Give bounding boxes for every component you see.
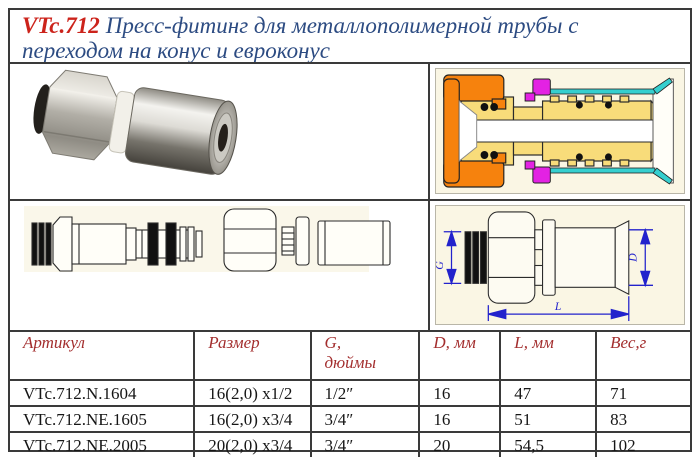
cross-section-panel	[435, 68, 685, 194]
dimension-drawing: G D	[436, 211, 653, 322]
cell-size: 20(2,0) x3/4	[193, 431, 312, 457]
dim-drawing-hex-nut	[487, 211, 536, 304]
cell-d: 16	[418, 405, 502, 433]
svg-text:L: L	[554, 300, 561, 313]
cell-weight: 71	[595, 379, 690, 407]
diagram-cone-seat	[458, 99, 478, 163]
cell-article: VTc.712.NE.1605	[10, 405, 196, 433]
drawing-euroconus	[31, 216, 203, 272]
cell-weight: 102	[595, 431, 690, 457]
cell-size: 16(2,0) x1/2	[193, 379, 312, 407]
drawing-washer	[281, 216, 310, 266]
col-header-d-mm: D, мм	[418, 332, 502, 381]
dimension-D: D	[627, 227, 653, 288]
photo-bore-hole	[218, 123, 228, 152]
dim-drawing-sleeve	[554, 219, 630, 296]
diagram-sleeve-cyan	[540, 77, 674, 185]
spec-table-header-row: Артикул Размер G,дюймы D, мм L, мм Вес,г	[10, 332, 690, 381]
outline-drawing-cell	[10, 201, 430, 330]
col-header-weight: Вес,г	[595, 332, 690, 381]
cross-section-diagram	[443, 74, 674, 188]
table-row: VTc.712.NE.1605 16(2,0) x3/4 3/4″ 16 51 …	[10, 405, 690, 433]
spec-table: Артикул Размер G,дюймы D, мм L, мм Вес,г…	[10, 332, 690, 457]
cell-size: 16(2,0) x3/4	[193, 405, 312, 433]
dim-drawing-euroconus	[464, 231, 487, 284]
dimension-L: L	[487, 296, 630, 322]
cell-l: 47	[499, 379, 598, 407]
photo-hex-nut	[42, 69, 118, 161]
cell-g: 3/4″	[309, 405, 421, 433]
cell-l: 51	[499, 405, 598, 433]
col-header-g-inches: G,дюймы	[309, 332, 421, 381]
cell-l: 54,5	[499, 431, 598, 457]
col-header-size: Размер	[193, 332, 312, 381]
product-code: VTc.712	[22, 13, 100, 38]
drawings-row: G D	[10, 201, 690, 332]
cell-d: 16	[418, 379, 502, 407]
cell-article: VTc.712.N.1604	[10, 379, 196, 407]
cell-article: VTc.712.NE.2005	[10, 431, 196, 457]
drawing-hex-nut	[223, 208, 277, 272]
col-header-l-mm: L, мм	[499, 332, 598, 381]
cross-section-cell	[430, 64, 690, 199]
diagram-stem-orings	[575, 101, 612, 161]
cell-d: 20	[418, 431, 502, 457]
dimension-drawing-panel: G D	[435, 205, 685, 325]
svg-text:G: G	[436, 261, 446, 270]
drawing-press-sleeve	[317, 220, 391, 266]
cell-g: 1/2″	[309, 379, 421, 407]
dimension-G: G	[436, 229, 462, 286]
table-row: VTc.712.N.1604 16(2,0) x1/2 1/2″ 16 47 7…	[10, 379, 690, 407]
product-description: Пресс-фитинг для металлополимерной трубы…	[22, 13, 579, 63]
svg-text:D: D	[627, 253, 640, 263]
cell-weight: 83	[595, 405, 690, 433]
images-row	[10, 64, 690, 201]
table-row: VTc.712.NE.2005 20(2,0) x3/4 3/4″ 20 54,…	[10, 431, 690, 457]
product-photo-cell	[10, 64, 430, 199]
dim-drawing-collar	[534, 219, 556, 296]
diagram-bore	[464, 119, 660, 143]
diagram-seat-orings	[480, 103, 498, 159]
col-header-article: Артикул	[10, 332, 196, 381]
diagram-rings-magenta	[524, 78, 551, 184]
dimension-drawing-cell: G D	[430, 201, 690, 330]
product-photo	[33, 69, 238, 175]
cell-g: 3/4″	[309, 431, 421, 457]
diagram-nut-orange	[443, 74, 507, 188]
outline-drawing	[31, 208, 391, 272]
